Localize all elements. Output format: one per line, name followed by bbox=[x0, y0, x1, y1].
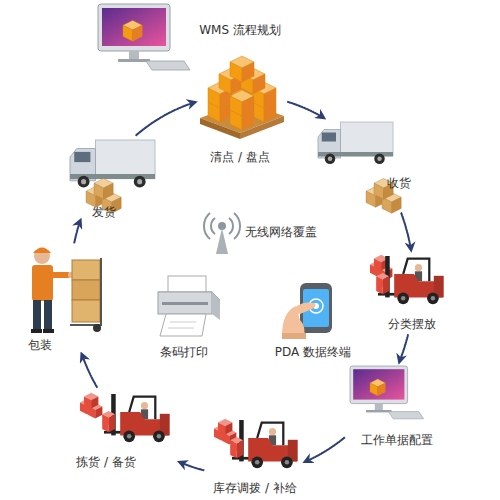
stage-label: 发货 bbox=[92, 205, 116, 219]
forklift bbox=[80, 393, 170, 442]
stage-node: 清点 / 盘点 bbox=[195, 62, 287, 166]
flow-arrow bbox=[305, 437, 345, 461]
stage-label: 收货 bbox=[387, 176, 411, 190]
flow-arrow bbox=[74, 221, 80, 244]
flow-arrow bbox=[136, 102, 195, 135]
barcode-printer bbox=[158, 276, 220, 336]
stage-node: 收货 bbox=[315, 118, 415, 212]
receiving-truck bbox=[318, 122, 401, 213]
pda-terminal bbox=[282, 283, 332, 339]
stage-label: 包装 bbox=[28, 338, 52, 352]
stage-label: 分类摆放 bbox=[388, 317, 436, 331]
flow-arrow bbox=[180, 462, 204, 470]
forklift bbox=[214, 419, 298, 468]
wms-monitor bbox=[98, 4, 190, 70]
flow-arrow bbox=[400, 334, 409, 361]
forklift bbox=[370, 255, 444, 304]
stage-node: 拣货 / 备货 bbox=[70, 388, 180, 472]
stage-label: 库存调拨 / 补给 bbox=[213, 481, 297, 495]
shipping-truck bbox=[70, 140, 155, 213]
stage-node: 工作单据配置 bbox=[345, 362, 445, 450]
stage-label: 拣货 / 备货 bbox=[76, 455, 136, 469]
stage-node: 发货 bbox=[65, 136, 165, 220]
stage-label: 工作单据配置 bbox=[361, 433, 433, 447]
stage-node: 分类摆放 bbox=[365, 250, 450, 334]
stage-node: 包装 bbox=[18, 244, 108, 354]
flow-arrow bbox=[287, 102, 323, 118]
stage-label: 清点 / 盘点 bbox=[210, 150, 270, 164]
free-label: 条码打印 bbox=[160, 345, 208, 359]
work-order-monitor bbox=[350, 366, 424, 419]
packing-worker bbox=[31, 248, 102, 334]
flow-arrow bbox=[401, 213, 411, 250]
pallet-boxes bbox=[200, 56, 284, 139]
wireless-icon bbox=[204, 213, 240, 254]
flow-arrow bbox=[82, 355, 97, 388]
free-label: 无线网络覆盖 bbox=[245, 225, 317, 239]
free-label: WMS 流程规划 bbox=[199, 23, 281, 37]
stage-node: 库存调拨 / 补给 bbox=[205, 416, 305, 498]
free-label: PDA 数据终端 bbox=[275, 345, 351, 359]
